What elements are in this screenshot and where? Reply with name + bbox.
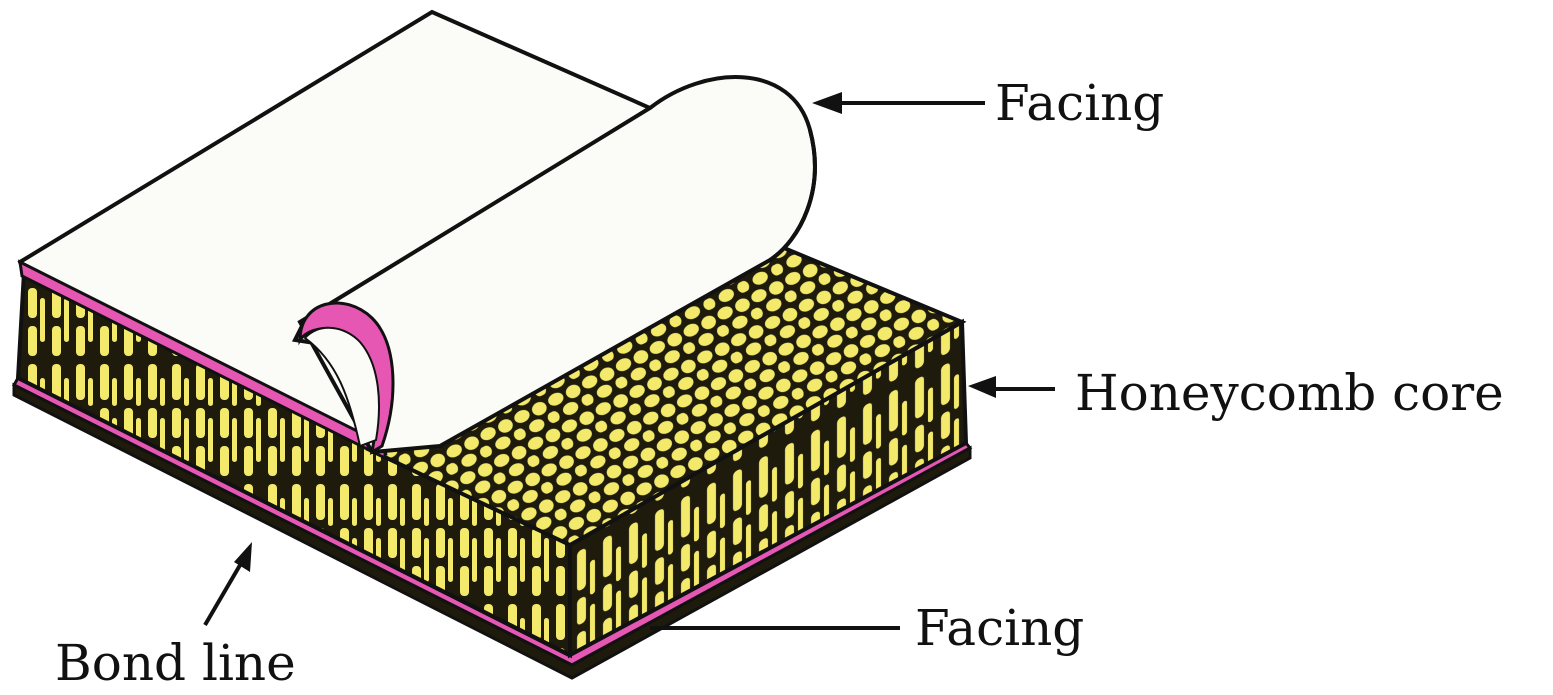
label-facing-top: Facing (995, 74, 1164, 132)
label-honeycomb-core: Honeycomb core (1075, 364, 1504, 422)
label-facing-bottom: Facing (915, 599, 1084, 657)
facing-top-leader (812, 92, 985, 114)
label-bond-line: Bond line (55, 634, 296, 692)
honeycomb-core-leader (968, 376, 1055, 398)
bond-line-leader (205, 542, 252, 625)
